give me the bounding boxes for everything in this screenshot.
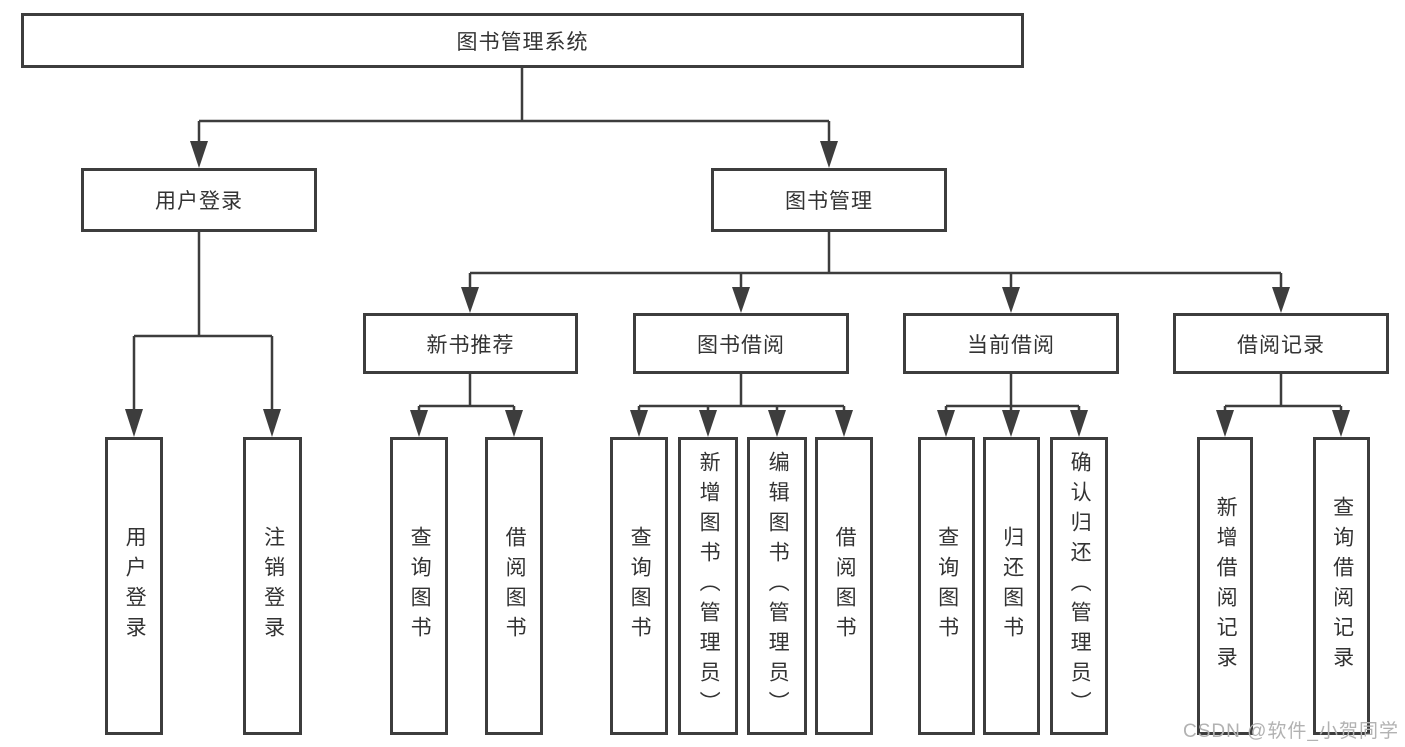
node-cb-confirm-return-admin-label: 确认归还（管理员） [1068,451,1092,721]
node-rec-borrow-book-label: 借阅图书 [503,526,527,646]
arrowheads [125,141,1350,437]
node-cb-query-book-label: 查询图书 [935,526,959,646]
csdn-watermark: CSDN @软件_小贺同学 [1183,721,1399,742]
node-root-label: 图书管理系统 [456,30,589,54]
node-bb-edit-book-admin-label: 编辑图书（管理员） [766,451,790,721]
node-leaf-user-login-label: 用户登录 [123,526,147,646]
node-book-borrow-label: 图书借阅 [697,333,785,357]
node-bb-query-book: 查询图书 [610,437,668,735]
node-cb-query-book: 查询图书 [918,437,975,735]
node-cb-return-book-label: 归还图书 [1000,526,1024,646]
node-bb-borrow-book-label: 借阅图书 [833,526,857,646]
node-rec-query-book: 查询图书 [390,437,448,735]
node-user-login-label: 用户登录 [155,190,243,213]
node-book-management: 图书管理 [711,168,947,232]
node-cb-confirm-return-admin: 确认归还（管理员） [1050,437,1108,735]
node-current-borrow: 当前借阅 [903,313,1119,374]
node-cb-return-book: 归还图书 [983,437,1040,735]
node-br-query-record: 查询借阅记录 [1313,437,1370,735]
node-new-book-recommend-label: 新书推荐 [426,333,515,357]
node-rec-borrow-book: 借阅图书 [485,437,543,735]
node-br-add-record: 新增借阅记录 [1197,437,1253,735]
node-leaf-logout: 注销登录 [243,437,302,735]
node-borrow-records-label: 借阅记录 [1237,333,1325,357]
node-current-borrow-label: 当前借阅 [967,333,1055,357]
node-root-system: 图书管理系统 [21,13,1024,68]
node-bb-query-book-label: 查询图书 [628,526,652,646]
node-br-query-record-label: 查询借阅记录 [1330,496,1354,676]
node-rec-query-book-label: 查询图书 [408,526,432,646]
node-new-book-recommend: 新书推荐 [363,313,578,374]
node-bb-edit-book-admin: 编辑图书（管理员） [747,437,807,735]
node-leaf-logout-label: 注销登录 [261,526,285,646]
node-bb-add-book-admin: 新增图书（管理员） [678,437,738,735]
node-book-borrow: 图书借阅 [633,313,849,374]
node-borrow-records: 借阅记录 [1173,313,1389,374]
node-br-add-record-label: 新增借阅记录 [1214,496,1238,676]
node-user-login: 用户登录 [81,168,317,232]
node-bb-borrow-book: 借阅图书 [815,437,873,735]
node-bb-add-book-admin-label: 新增图书（管理员） [697,451,721,721]
node-book-management-label: 图书管理 [785,190,873,213]
node-leaf-user-login: 用户登录 [105,437,163,735]
